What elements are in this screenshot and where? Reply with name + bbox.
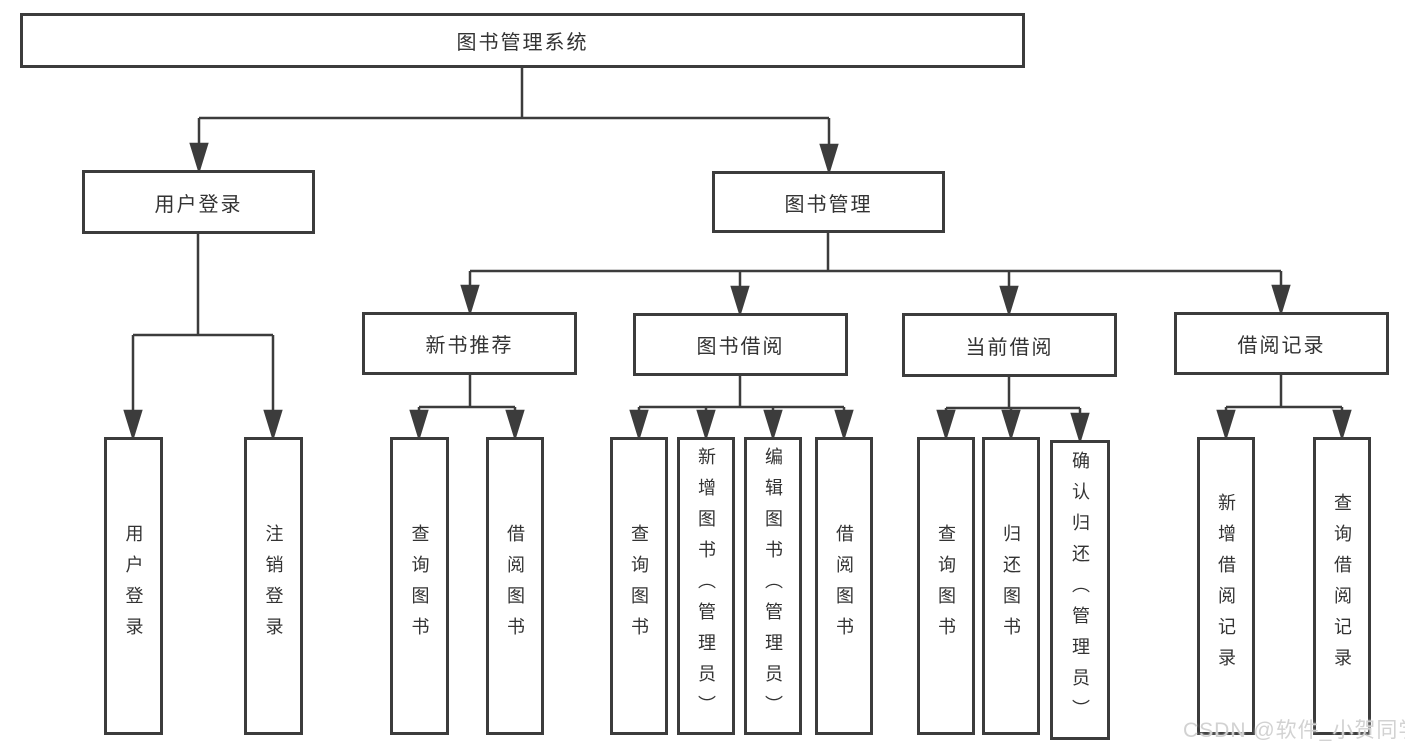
connector-userlogin-to-leaves <box>123 234 283 442</box>
node-current-borrow: 当前借阅 <box>902 313 1117 377</box>
node-user-login: 用户登录 <box>82 170 315 234</box>
leaf-newbook-borrow-books: 借阅图书 <box>486 437 544 735</box>
leaf-borrow-edit-books-admin: 编辑图书（管理员） <box>744 437 802 735</box>
node-book-management: 图书管理 <box>712 171 945 233</box>
leaf-record-add-borrow-record: 新增借阅记录 <box>1197 437 1255 735</box>
connector-newbook-to-leaves <box>409 375 525 442</box>
connector-currentborrow-to-leaves <box>936 377 1090 445</box>
leaf-borrow-borrow-books: 借阅图书 <box>815 437 873 735</box>
csdn-watermark: CSDN @软件_小贺同学 <box>1183 719 1405 742</box>
node-book-borrow: 图书借阅 <box>633 313 848 376</box>
leaf-record-query-borrow-record: 查询借阅记录 <box>1313 437 1371 735</box>
leaf-user-login: 用户登录 <box>104 437 163 735</box>
node-borrow-record: 借阅记录 <box>1174 312 1389 375</box>
leaf-borrow-query-books: 查询图书 <box>610 437 668 735</box>
leaf-current-query-books: 查询图书 <box>917 437 975 735</box>
leaf-borrow-add-books-admin: 新增图书（管理员） <box>677 437 735 735</box>
leaf-newbook-query-books: 查询图书 <box>390 437 449 735</box>
connector-bookborrow-to-leaves <box>629 376 854 442</box>
connector-bookmgmt-to-level3 <box>460 233 1291 318</box>
leaf-current-return-books: 归还图书 <box>982 437 1040 735</box>
leaf-logout: 注销登录 <box>244 437 303 735</box>
connector-root-to-level2 <box>189 68 839 176</box>
leaf-current-confirm-return-admin: 确认归还（管理员） <box>1050 440 1110 740</box>
connector-borrowrecord-to-leaves <box>1216 375 1352 442</box>
node-new-book-recommend: 新书推荐 <box>362 312 577 375</box>
node-system-root: 图书管理系统 <box>20 13 1025 68</box>
